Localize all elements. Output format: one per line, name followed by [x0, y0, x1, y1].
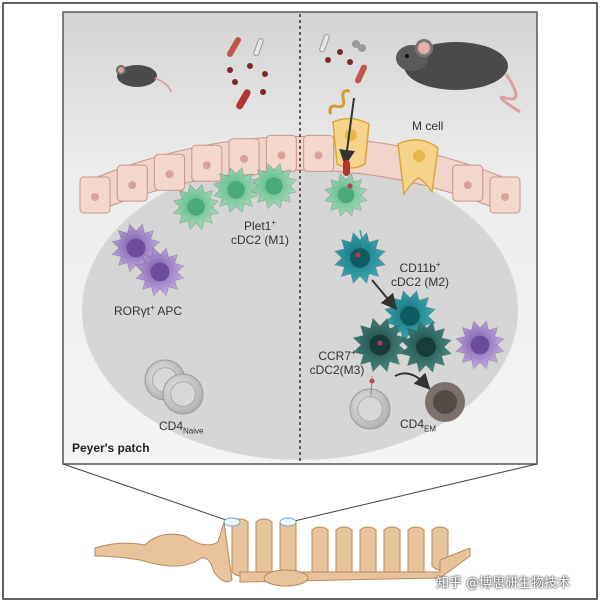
cd11b-label-sup: +	[435, 260, 441, 269]
mouse-icon	[396, 39, 521, 114]
cd11b-label: CD11b+ cDC2 (M2)	[391, 258, 449, 289]
cd4-naive-label: CD4Naive	[159, 419, 203, 438]
mouse-icon	[116, 65, 172, 93]
cd4-naive-label-sub: Naive	[183, 426, 204, 436]
cd4-em-cell	[425, 382, 465, 422]
rorgt-label: RORγt+ APC	[114, 301, 182, 318]
rorgt-apc-cell	[135, 247, 185, 297]
epithelial-cell	[228, 138, 260, 176]
dc-m3-cell	[399, 320, 453, 374]
peyers-patch-label: Peyer's patch	[72, 441, 150, 455]
cd11b-label-line2: cDC2 (M2)	[391, 275, 450, 289]
cd4-em-label-main: CD4	[400, 417, 425, 431]
zoom-line-left	[62, 463, 233, 523]
epithelial-cell	[191, 144, 223, 182]
epithelial-cell	[79, 176, 111, 214]
rorgt-label-main: RORγt	[114, 304, 150, 318]
intestine-illustration	[94, 517, 471, 587]
plet1-label: Plet1+ cDC2 (M1)	[228, 216, 292, 247]
cd4-em-label-sub: EM	[424, 424, 437, 434]
epithelial-cell	[265, 134, 297, 172]
antigen-dot	[347, 183, 353, 189]
m-cell-2	[397, 139, 439, 197]
ccr7-label: CCR7+ cDC2(M3)	[306, 346, 368, 377]
antigen-dot	[355, 252, 361, 258]
bacteria-icon	[227, 37, 268, 110]
rorgt-apc-cell	[455, 320, 505, 370]
m-cell-label: M cell	[412, 119, 444, 133]
cd4-naive-cell	[162, 373, 204, 415]
rorgt-label-rest: APC	[154, 304, 183, 318]
bacteria-icon	[319, 34, 367, 115]
epithelial-cell	[303, 134, 335, 172]
arrow-icon	[371, 279, 398, 311]
outer-frame	[2, 2, 598, 600]
arrow-icon	[339, 97, 355, 166]
cd4-em-label: CD4EM	[400, 417, 436, 436]
epithelial-cell	[489, 176, 521, 214]
plet1-label-line2: cDC2 (M1)	[230, 233, 289, 247]
plet1-label-sup: +	[271, 218, 277, 227]
epithelial-cell	[154, 153, 186, 191]
bacterium-uptake	[343, 160, 350, 176]
cd4-naive-contact-cell	[349, 388, 391, 430]
epithelial-cell	[116, 164, 148, 202]
ccr7-label-sup: +	[351, 348, 356, 357]
dc-m1-cell	[172, 183, 220, 231]
epithelial-cell	[452, 164, 484, 202]
dc-m1-cell	[212, 166, 260, 214]
cd11b-label-main: CD11b	[399, 261, 436, 275]
cd4-naive-label-main: CD4	[159, 419, 184, 433]
rorgt-label-sup: +	[150, 303, 155, 312]
arrow-icon	[394, 372, 431, 390]
zoom-line-right	[289, 463, 538, 523]
watermark: 知乎 @博思研生物技术	[436, 576, 571, 591]
plet1-label-main: Plet1	[243, 219, 272, 233]
ccr7-label-main: CCR7	[318, 349, 351, 363]
dc-m1-cell	[323, 172, 369, 218]
connector-m1-m2	[359, 229, 365, 249]
antigen-dot	[377, 340, 383, 346]
epithelial-cells	[79, 134, 521, 214]
ccr7-label-line2: cDC2(M3)	[309, 363, 365, 377]
dc-m2-cell	[333, 231, 387, 285]
dc-m1-cell	[250, 162, 298, 210]
tcr-contact	[370, 375, 373, 396]
